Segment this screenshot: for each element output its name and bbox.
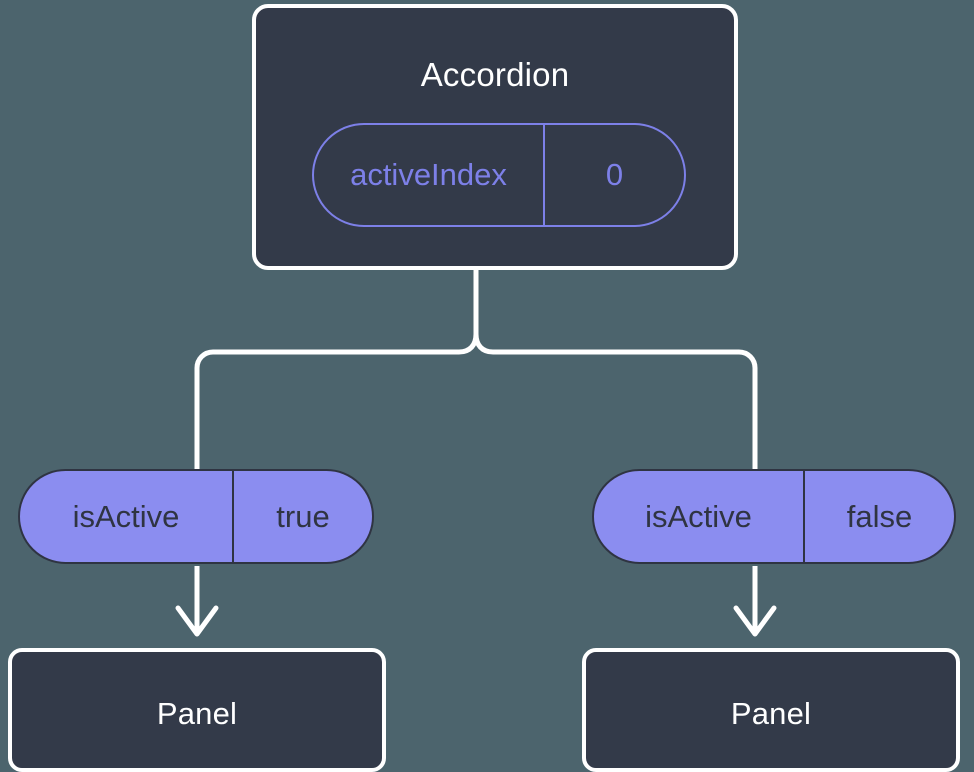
component-node-accordion[interactable]: Accordion activeIndex 0 <box>252 4 738 270</box>
prop-pill-key: isActive <box>72 498 180 534</box>
component-node-title: Panel <box>730 696 812 731</box>
edge-root-to-branches <box>194 267 479 472</box>
component-node-panel-left[interactable]: Panel <box>8 648 386 772</box>
edge-root-to-branch-right <box>473 331 758 472</box>
prop-pill-value: false <box>803 471 954 562</box>
state-pill-key: activeIndex <box>350 157 507 192</box>
state-pill-value: 0 <box>543 125 684 225</box>
component-node-title: Accordion <box>420 56 570 93</box>
prop-pill-value: true <box>232 471 372 562</box>
component-node-panel-right[interactable]: Panel <box>582 648 960 772</box>
arrow-left-head-icon <box>175 605 219 637</box>
component-node-title: Panel <box>156 696 238 731</box>
prop-pill-isactive-left[interactable]: isActive true <box>18 469 374 564</box>
state-pill-activeindex[interactable]: activeIndex 0 <box>312 123 686 227</box>
prop-pill-key: isActive <box>645 498 752 534</box>
arrow-right-head-icon <box>733 605 777 637</box>
prop-pill-isactive-right[interactable]: isActive false <box>592 469 956 564</box>
